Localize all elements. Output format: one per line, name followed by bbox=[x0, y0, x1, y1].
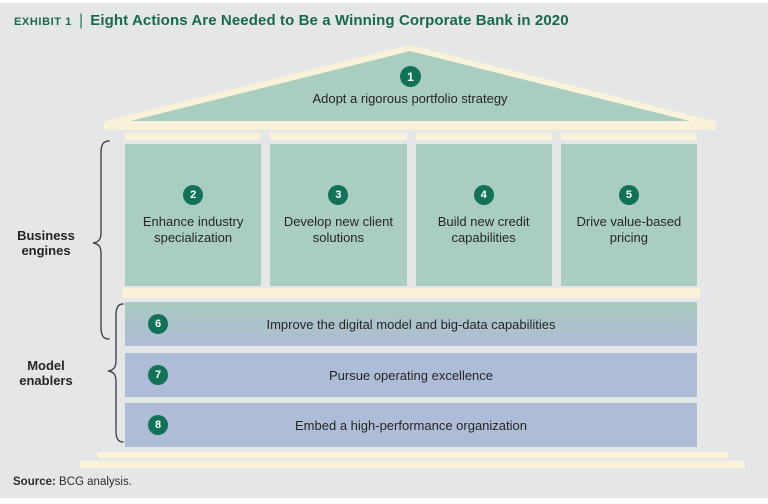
step-6-number-badge: 6 bbox=[148, 314, 168, 334]
step-5-label: Drive value-based pricing bbox=[576, 214, 682, 246]
pillar-credit-capabilities: 4 Build new credit capabilities bbox=[415, 133, 552, 286]
step-7-number-badge: 7 bbox=[148, 365, 168, 385]
business-engines-brace bbox=[92, 140, 110, 340]
step-3-label: Develop new client solutions bbox=[283, 214, 393, 246]
step-2-label: Enhance industry specialization bbox=[142, 214, 244, 246]
entablature-trim bbox=[122, 288, 700, 298]
step-4-label: Build new credit capabilities bbox=[437, 214, 530, 246]
title-text: Eight Actions Are Needed to Be a Winning… bbox=[90, 12, 569, 29]
source-text: BCG analysis. bbox=[59, 476, 132, 488]
exhibit-title: Exhibit 1 | Eight Actions Are Needed to Be… bbox=[14, 12, 569, 30]
top-border-strip bbox=[0, 0, 768, 3]
exhibit-number-label: Exhibit 1 bbox=[14, 12, 72, 29]
source-label: Source: bbox=[13, 476, 56, 488]
pillar-capital-trim bbox=[560, 133, 697, 140]
pillar-capital-trim bbox=[270, 133, 407, 140]
step-8-number-badge: 8 bbox=[148, 415, 168, 435]
pillar-capital-trim bbox=[415, 133, 552, 140]
model-enablers-label: Model enablers bbox=[19, 358, 73, 389]
pillar-capital-trim bbox=[125, 133, 262, 140]
pillar-new-client-solutions: 3 Develop new client solutions bbox=[270, 133, 407, 286]
source-line: Source: BCG analysis. bbox=[13, 476, 132, 488]
bar-high-performance-org: Embed a high-performance organization 8 bbox=[125, 403, 697, 447]
base-step-upper bbox=[97, 452, 728, 458]
model-enablers-brace bbox=[107, 303, 124, 443]
step-2-number-badge: 2 bbox=[183, 185, 204, 205]
step-6-label: Improve the digital model and big-data c… bbox=[266, 316, 556, 332]
step-4-number-badge: 4 bbox=[473, 185, 494, 205]
pillar-value-based-pricing: 5 Drive value-based pricing bbox=[560, 133, 697, 286]
step-1-number-badge: 1 bbox=[400, 66, 421, 87]
step-3-number-badge: 3 bbox=[328, 185, 349, 205]
bar-operating-excellence: Pursue operating excellence 7 bbox=[125, 353, 697, 397]
pillars-row: 2 Enhance industry specialization 3 Deve… bbox=[125, 133, 697, 286]
bottom-border-strip bbox=[0, 498, 768, 504]
bar-digital-model: Improve the digital model and big-data c… bbox=[125, 302, 697, 346]
title-separator: | bbox=[78, 12, 84, 29]
step-5-number-badge: 5 bbox=[618, 185, 639, 205]
roof-base-beam bbox=[104, 122, 716, 130]
base-step-lower bbox=[80, 461, 745, 468]
step-1-label: Adopt a rigorous portfolio strategy bbox=[312, 91, 508, 106]
pillar-enhance-industry: 2 Enhance industry specialization bbox=[125, 133, 262, 286]
business-engines-label: Business engines bbox=[17, 228, 75, 259]
step-8-label: Embed a high-performance organization bbox=[295, 417, 527, 433]
step-7-label: Pursue operating excellence bbox=[328, 367, 494, 383]
